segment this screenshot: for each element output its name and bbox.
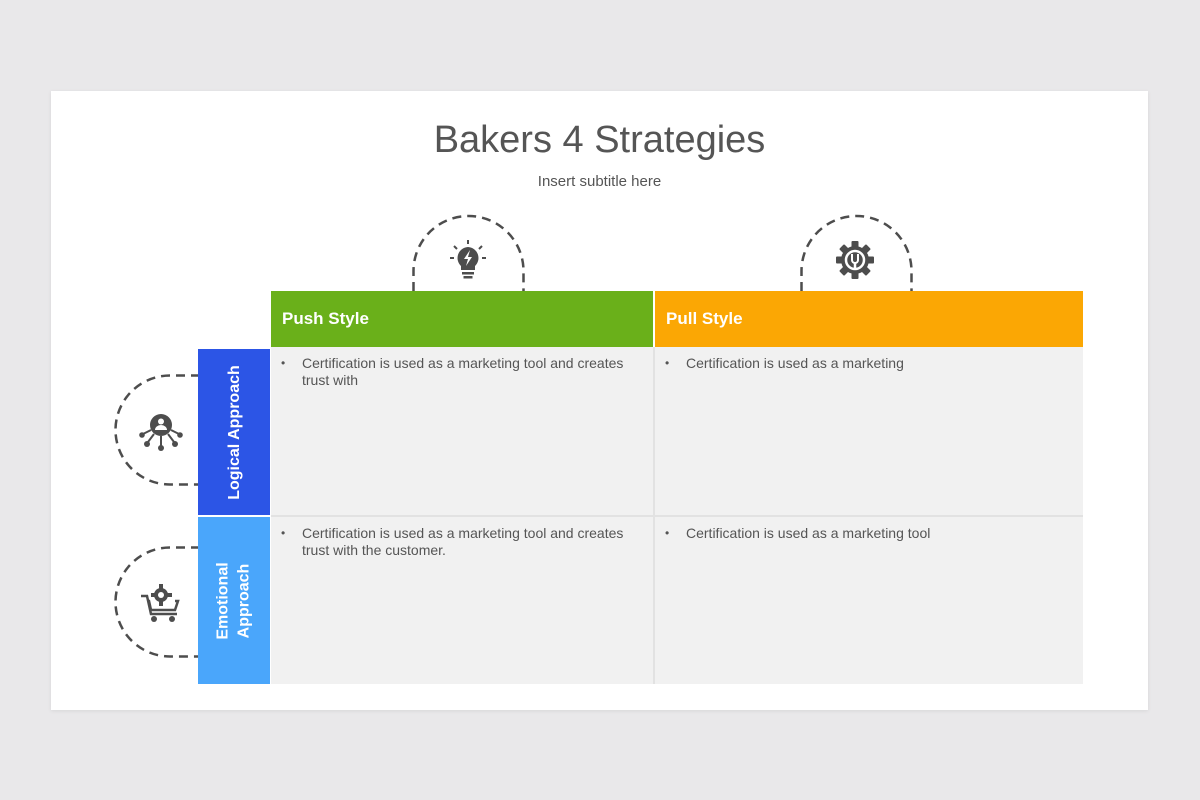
grid-divider-horizontal xyxy=(271,515,1083,517)
column-header-push-style: Push Style xyxy=(271,291,653,347)
cart-gear-icon xyxy=(141,584,180,622)
cell-emotional-pull-text: Certification is used as a marketing too… xyxy=(686,525,931,541)
dashed-arc-push xyxy=(412,214,525,291)
bullet-marker: • xyxy=(665,526,670,540)
column-header-push-style-label: Push Style xyxy=(282,309,369,328)
slide-title: Bakers 4 Strategies xyxy=(433,119,766,161)
cell-emotional-push: • Certification is used as a marketing t… xyxy=(271,517,653,684)
bullet-marker: • xyxy=(665,356,670,370)
bullet-marker: • xyxy=(281,356,286,370)
cell-logical-pull-text: Certification is used as a marketing xyxy=(686,355,904,371)
row-header-logical-approach-label: Logical Approach xyxy=(225,364,243,500)
dashed-arc-emotional xyxy=(114,546,200,658)
cell-emotional-pull: • Certification is used as a marketing t… xyxy=(655,517,1083,684)
cell-logical-push-text: Certification is used as a marketing too… xyxy=(302,355,624,388)
cell-emotional-push-text: Certification is used as a marketing too… xyxy=(302,525,624,558)
row-header-logical-approach: Logical Approach xyxy=(198,349,270,515)
lightbulb-icon xyxy=(450,240,486,279)
row-header-emotional-line2: Approach xyxy=(236,563,253,638)
bullet-marker: • xyxy=(281,526,286,540)
row-header-emotional-approach: Emotional Approach xyxy=(198,517,270,684)
row-header-emotional-line1: Emotional xyxy=(215,561,232,640)
slide-subtitle: Insert subtitle here xyxy=(537,173,662,190)
cell-logical-pull: • Certification is used as a marketing xyxy=(655,347,1083,515)
gear-icon xyxy=(836,241,874,279)
dashed-arc-logical xyxy=(114,374,200,486)
column-header-pull-style: Pull Style xyxy=(655,291,1083,347)
slide: Bakers 4 Strategies Insert subtitle here xyxy=(51,91,1148,710)
column-header-pull-style-label: Pull Style xyxy=(666,309,743,328)
cell-logical-push: • Certification is used as a marketing t… xyxy=(271,347,653,515)
user-network-icon xyxy=(139,414,183,451)
dashed-arc-pull xyxy=(800,214,913,291)
